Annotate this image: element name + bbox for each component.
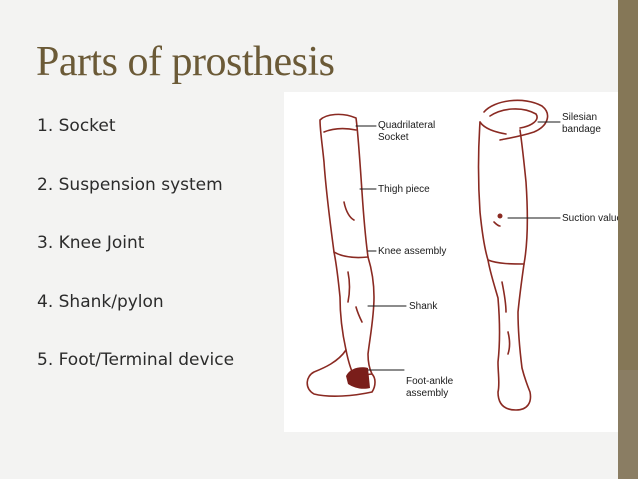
label-bandage: bandage: [562, 124, 601, 135]
label-knee-assembly: Knee assembly: [378, 246, 446, 257]
slide-title: Parts of prosthesis: [36, 39, 335, 85]
label-socket: Socket: [378, 132, 409, 143]
side-accent-bar-top: [618, 0, 638, 370]
list-item: 5. Foot/Terminal device: [37, 350, 235, 370]
foot-ankle-fill: [346, 367, 370, 389]
prosthesis-diagram-svg: Quadrilateral Socket Thigh piece Knee as…: [306, 99, 618, 411]
label-quadrilateral: Quadrilateral: [378, 120, 435, 131]
label-silesian: Silesian: [562, 112, 597, 123]
leader-lines: [355, 121, 561, 371]
prosthesis-diagram: Quadrilateral Socket Thigh piece Knee as…: [284, 92, 618, 432]
right-leg-drawing: [477, 99, 549, 411]
label-suction-valve: Suction value: [562, 213, 618, 224]
label-shank: Shank: [409, 301, 438, 312]
suction-valve-dot: [497, 213, 503, 219]
list-item: 4. Shank/pylon: [37, 291, 164, 312]
list-item: 1. Socket: [37, 116, 116, 136]
left-leg-drawing: [306, 113, 376, 397]
label-thigh-piece: Thigh piece: [378, 184, 430, 195]
parts-list: 1. Socket 2. Suspension system 3. Knee J…: [37, 114, 234, 407]
label-assembly: assembly: [406, 388, 448, 399]
label-foot-ankle: Foot-ankle: [406, 376, 454, 387]
list-item: 2. Suspension system: [37, 174, 223, 195]
list-item: 3. Knee Joint: [37, 233, 145, 253]
